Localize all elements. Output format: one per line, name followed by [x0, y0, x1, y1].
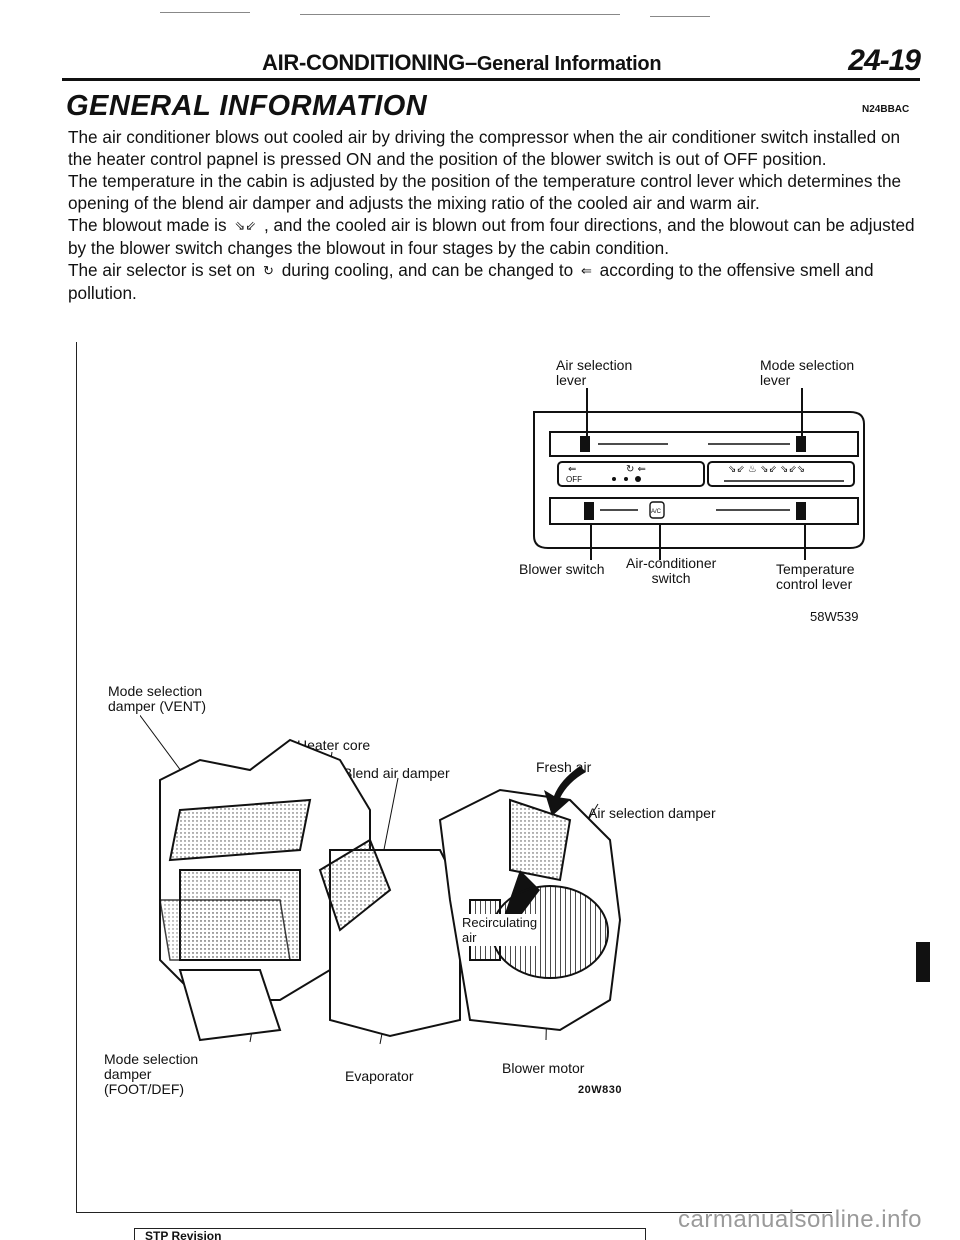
paragraph: The air conditioner blows out cooled air… [68, 127, 901, 169]
recirculation-icon: ↻ [263, 263, 274, 278]
figure-frame-left [76, 342, 77, 1213]
blower-knob [584, 502, 594, 520]
running-header: AIR-CONDITIONING–General Information [262, 50, 662, 75]
ac-button [649, 501, 665, 519]
indicator-strip-right [707, 461, 855, 487]
off-label: OFF [566, 475, 582, 484]
label-evaporator: Evaporator [345, 1068, 414, 1084]
label-blend-damper: Blend air damper [343, 765, 450, 781]
section-code: N24BBAC [862, 104, 910, 115]
paragraph: The air selector is set on ↻ during cool… [68, 260, 874, 303]
blend-damper [318, 838, 392, 932]
indicator-strip-left [557, 461, 705, 487]
speed-dot [624, 477, 628, 481]
label-mode-foot-def-damper: Mode selection damper (FOOT/DEF) [104, 1051, 199, 1097]
panel-outline [533, 411, 865, 549]
ac-button-label: A/C [651, 509, 662, 515]
scan-line [650, 16, 710, 17]
fresh-air-arrow [544, 766, 586, 816]
paragraph: The temperature in the cabin is adjusted… [68, 171, 902, 213]
foot-def-damper [159, 899, 291, 961]
lower-slider-slot [549, 497, 859, 525]
label-air-selection-lever: Air selection lever [556, 357, 633, 388]
mode-selection-knob [796, 436, 806, 452]
blowout-mode-icon: ⇘⇙ [234, 218, 257, 233]
vent-damper [168, 798, 312, 862]
figure-code: 20W830 [578, 1084, 622, 1096]
mode-icons: ⇘⇙ ♨ ⇘⇙ ⇘⇙⇘ [728, 464, 805, 475]
stp-revision-box: STP Revision [134, 1228, 646, 1240]
scan-line [160, 12, 250, 13]
scan-line [300, 14, 620, 15]
air-selection-knob [580, 436, 590, 452]
temperature-knob [796, 502, 806, 520]
control-panel-illustration: OFF A/C ⇐ ↻ ⇐ ⇘⇙ ♨ ⇘⇙ ⇘⇙⇘ [533, 388, 865, 560]
header-rule [62, 78, 920, 81]
upper-slider-slot [549, 431, 859, 457]
speed-dot [635, 476, 641, 482]
label-blower-motor: Blower motor [502, 1060, 585, 1076]
header-title: AIR-CONDITIONING [262, 50, 465, 75]
fresh-air-icon: ⇐ [580, 263, 592, 278]
label-recirculating-air: Recirculating air [460, 914, 540, 946]
label-mode-selection-lever: Mode selection lever [760, 357, 855, 388]
label-heater-core: Heater core [297, 737, 371, 753]
paragraph: The blowout made is ⇘⇙ , and the cooled … [68, 215, 915, 258]
recirculation-icon: ↻ ⇐ [626, 464, 646, 475]
speed-dot [612, 477, 616, 481]
label-mode-vent-damper: Mode selection damper (VENT) [108, 683, 207, 714]
fresh-air-icon: ⇐ [568, 464, 576, 475]
figure-code: 58W539 [810, 609, 859, 624]
header-subtitle: General Information [476, 53, 662, 75]
heater-unit-illustration [140, 714, 622, 1045]
label-ac-switch: Air-conditioner switch [626, 555, 717, 586]
label-temperature-lever: Temperature control lever [776, 561, 855, 592]
body-text: The air conditioner blows out cooled air… [68, 126, 918, 304]
label-air-selection-damper: Air selection damper [588, 805, 716, 821]
label-blower-switch: Blower switch [519, 561, 605, 577]
foot-duct [178, 969, 282, 1042]
section-title: GENERAL INFORMATION [66, 90, 428, 122]
side-index-mark [916, 942, 930, 982]
page-number: 24-19 [848, 44, 921, 77]
figure-frame-bottom [76, 1212, 832, 1213]
watermark: carmanualsonline.info [678, 1206, 922, 1233]
air-selection-damper [509, 798, 572, 882]
